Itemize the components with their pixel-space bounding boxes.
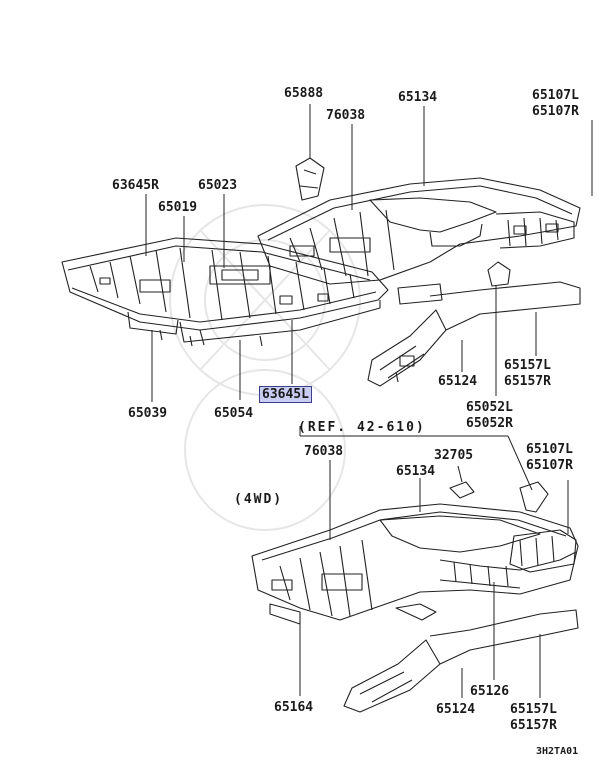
rear-floor-pan-4wd: [251, 481, 579, 621]
part-label-65157R-bottom: 65157R: [510, 718, 557, 733]
part-label-63645R: 63645R: [112, 178, 159, 193]
part-label-65124-top: 65124: [438, 374, 478, 389]
rear-side-member-upper: [367, 261, 581, 387]
leader-lines: [145, 104, 593, 698]
diagram-code: 3H2TA01: [536, 746, 579, 757]
variant-label-4wd: (4WD): [234, 492, 284, 507]
part-label-65039: 65039: [128, 406, 168, 421]
part-label-76038-bottom: 76038: [304, 444, 344, 459]
part-label-65888: 65888: [284, 86, 324, 101]
part-label-65126: 65126: [470, 684, 510, 699]
part-label-65107L-top: 65107L: [532, 88, 579, 103]
front-floor-pan-upper: [61, 237, 389, 347]
part-label-65107L-bottom: 65107L: [526, 442, 573, 457]
part-label-65157R-top: 65157R: [504, 374, 551, 389]
part-label-65134-bottom: 65134: [396, 464, 436, 479]
part-label-65134-top: 65134: [398, 90, 438, 105]
part-label-32705: 32705: [434, 448, 474, 463]
part-label-65164: 65164: [274, 700, 314, 715]
part-label-65107R-top: 65107R: [532, 104, 579, 119]
part-label-65019: 65019: [158, 200, 198, 215]
part-label-76038-top: 76038: [326, 108, 366, 123]
part-label-65052L: 65052L: [466, 400, 513, 415]
part-label-65157L-top: 65157L: [504, 358, 551, 373]
part-label-65052R: 65052R: [466, 416, 513, 431]
rear-floor-pan-upper: [257, 157, 581, 285]
part-label-65157L-bottom: 65157L: [510, 702, 557, 717]
part-label-65107R-bottom: 65107R: [526, 458, 573, 473]
rear-side-member-4wd: [269, 603, 579, 713]
part-label-63645L-highlighted[interactable]: 63645L: [259, 386, 312, 403]
part-label-65054: 65054: [214, 406, 254, 421]
reference-note: (REF. 42-610): [298, 420, 426, 435]
part-label-65023: 65023: [198, 178, 238, 193]
part-label-65124-bottom: 65124: [436, 702, 476, 717]
